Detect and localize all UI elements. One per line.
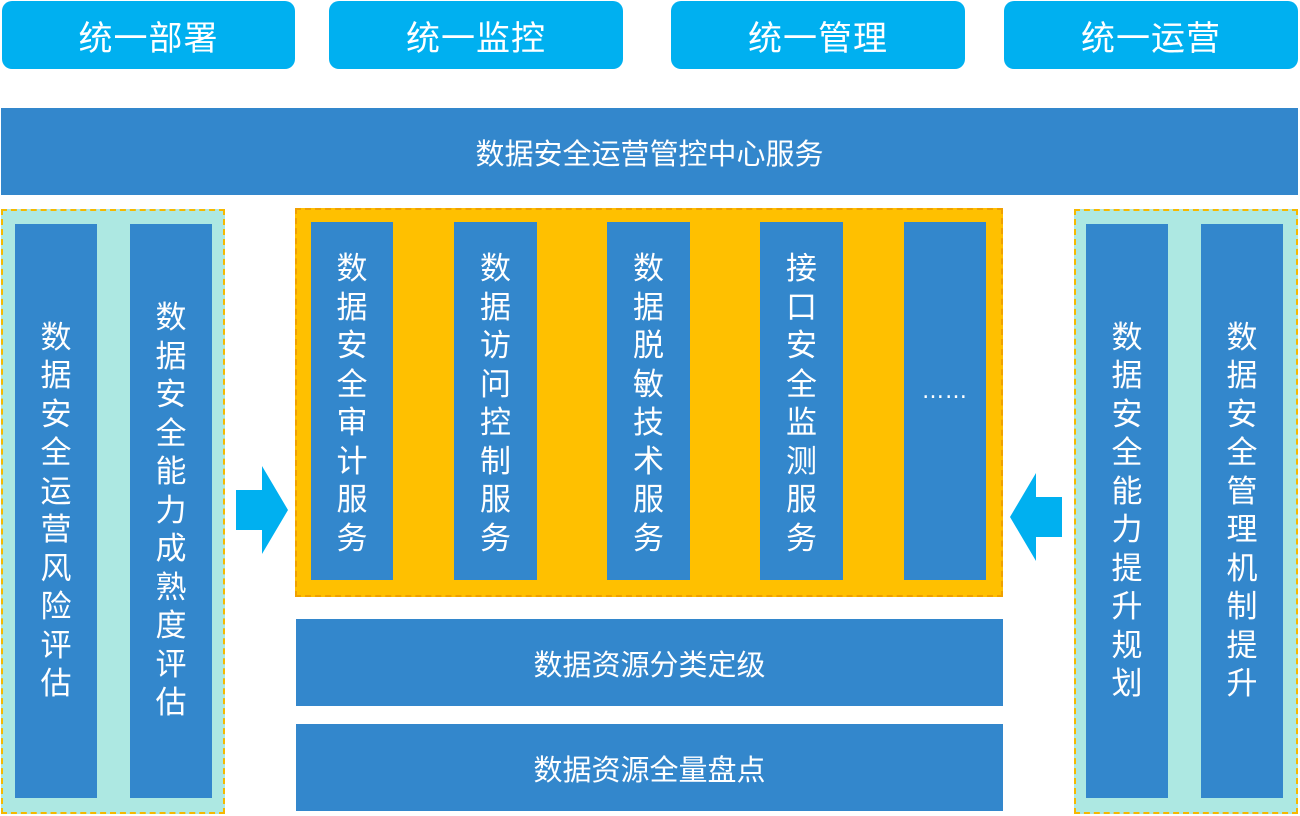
pill-unified-operate: 统一运营	[1004, 1, 1298, 69]
more-ellipsis: ……	[922, 378, 968, 404]
middle-column-label: 数据脱敏技术服务	[633, 251, 664, 557]
middle-column-masking: 数据脱敏技术服务	[607, 222, 690, 580]
middle-column-more: ……	[904, 222, 986, 580]
left-column-label: 数据安全能力成熟度评估	[155, 300, 187, 722]
right-column-label: 数据安全管理机制提升	[1226, 319, 1258, 703]
middle-column-label: 数据安全审计服务	[336, 251, 368, 557]
pill-unified-deploy: 统一部署	[2, 1, 295, 69]
right-column-capability-plan: 数据安全能力提升规划	[1086, 224, 1168, 798]
pill-unified-monitor: 统一监控	[329, 1, 623, 69]
pill-unified-manage: 统一管理	[671, 1, 965, 69]
middle-column-interface-monitor: 接口安全监测服务	[760, 222, 843, 580]
right-column-mechanism-upgrade: 数据安全管理机制提升	[1201, 224, 1283, 798]
middle-column-access-control: 数据访问控制服务	[454, 222, 537, 580]
left-column-maturity-assessment: 数据安全能力成熟度评估	[130, 224, 212, 798]
middle-column-label: 接口安全监测服务	[786, 251, 817, 557]
left-arrow-icon	[1010, 473, 1062, 561]
center-service-bar: 数据安全运营管控中心服务	[1, 108, 1298, 195]
left-column-risk-assessment: 数据安全运营风险评估	[15, 224, 97, 798]
right-arrow-icon	[236, 466, 288, 554]
middle-column-label: 数据访问控制服务	[480, 251, 511, 557]
left-column-label: 数据安全运营风险评估	[40, 319, 72, 703]
bottom-bar-classification: 数据资源分类定级	[296, 619, 1003, 706]
middle-column-audit: 数据安全审计服务	[311, 222, 393, 580]
right-column-label: 数据安全能力提升规划	[1111, 319, 1143, 703]
bottom-bar-inventory: 数据资源全量盘点	[296, 724, 1003, 811]
left-arrow-shape	[1010, 473, 1062, 561]
right-arrow-shape	[236, 466, 288, 554]
